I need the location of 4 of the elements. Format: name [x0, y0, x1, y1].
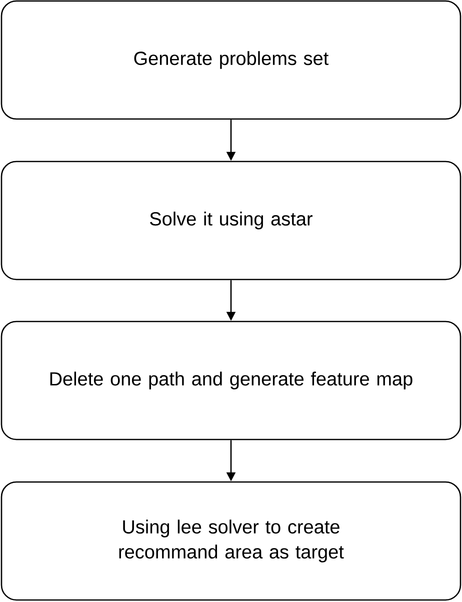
process-box: Solve it using astar	[0, 160, 462, 280]
process-box: Generate problems set	[0, 0, 462, 120]
process-box: Using lee solver to create recommand area as target	[0, 481, 462, 601]
process-box: Delete one path and generate feature map	[0, 320, 462, 440]
